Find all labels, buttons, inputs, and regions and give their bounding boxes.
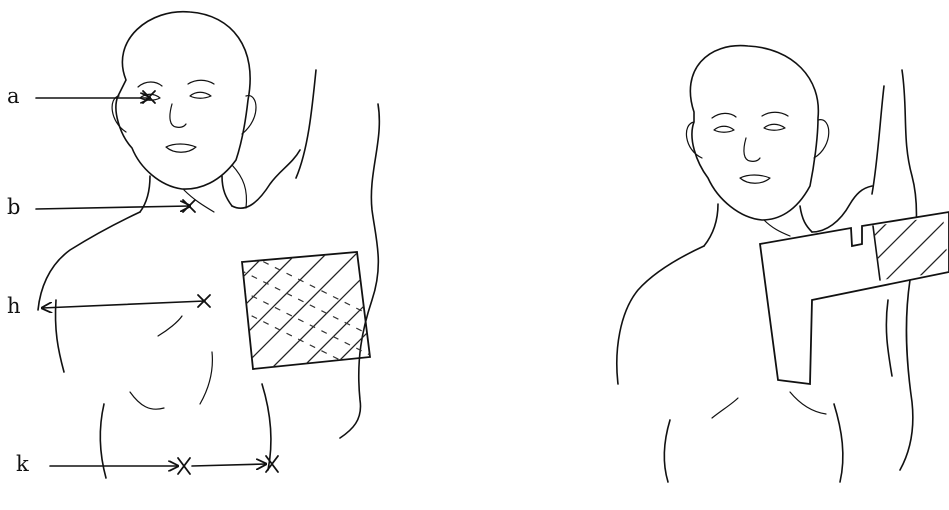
left-arm-right-line	[296, 70, 316, 178]
arrow-b	[36, 206, 190, 209]
left-eyebrow-left	[138, 82, 162, 87]
right-eye-left	[714, 126, 734, 132]
left-shoulder-left	[38, 212, 140, 310]
right-nose	[744, 138, 760, 161]
left-neck-right	[222, 176, 232, 206]
marker-a	[143, 91, 155, 103]
arrow-h	[42, 301, 205, 308]
right-eyebrow-left	[712, 113, 736, 118]
left-chest-line	[158, 316, 182, 336]
left-head-outline	[116, 12, 250, 189]
marker-k-1	[178, 458, 190, 474]
right-eyebrow-right	[762, 112, 788, 116]
left-eyebrow-right	[188, 80, 214, 84]
right-arm-inner	[886, 300, 892, 376]
right-neck-left	[704, 204, 718, 246]
right-treatment-field	[760, 212, 949, 384]
right-shoulder-left	[617, 246, 704, 384]
left-neck-muscle-2	[232, 165, 246, 208]
left-belly-left	[100, 404, 106, 478]
right-chest	[712, 398, 738, 418]
right-mouth	[740, 175, 770, 183]
right-ear-left	[686, 122, 702, 158]
left-eye-right	[190, 92, 211, 98]
right-head-outline	[690, 46, 818, 220]
right-belly-right	[834, 404, 843, 482]
left-figure: a b h k	[7, 12, 390, 478]
label-b: b	[7, 195, 20, 219]
right-figure	[617, 46, 949, 482]
label-a: a	[7, 84, 20, 108]
label-k: k	[16, 452, 29, 476]
left-torso-left	[55, 300, 64, 372]
right-neck-muscle	[764, 220, 790, 236]
left-abdomen	[130, 392, 164, 409]
right-torso-left	[664, 420, 670, 482]
right-neck-right	[800, 206, 812, 232]
left-neck-muscle	[184, 190, 214, 212]
marker-k-2	[266, 456, 278, 472]
left-chest-line-2	[200, 352, 212, 404]
label-h: h	[7, 294, 21, 318]
left-nose	[170, 104, 186, 127]
right-eye-right	[764, 124, 785, 130]
right-abdomen	[790, 392, 826, 414]
left-ear-left	[112, 96, 126, 132]
right-arm-line	[872, 86, 884, 194]
arrow-k-2	[192, 464, 266, 466]
left-mouth	[166, 144, 196, 152]
left-treatment-field	[242, 252, 370, 369]
left-field-hatching	[230, 220, 390, 390]
